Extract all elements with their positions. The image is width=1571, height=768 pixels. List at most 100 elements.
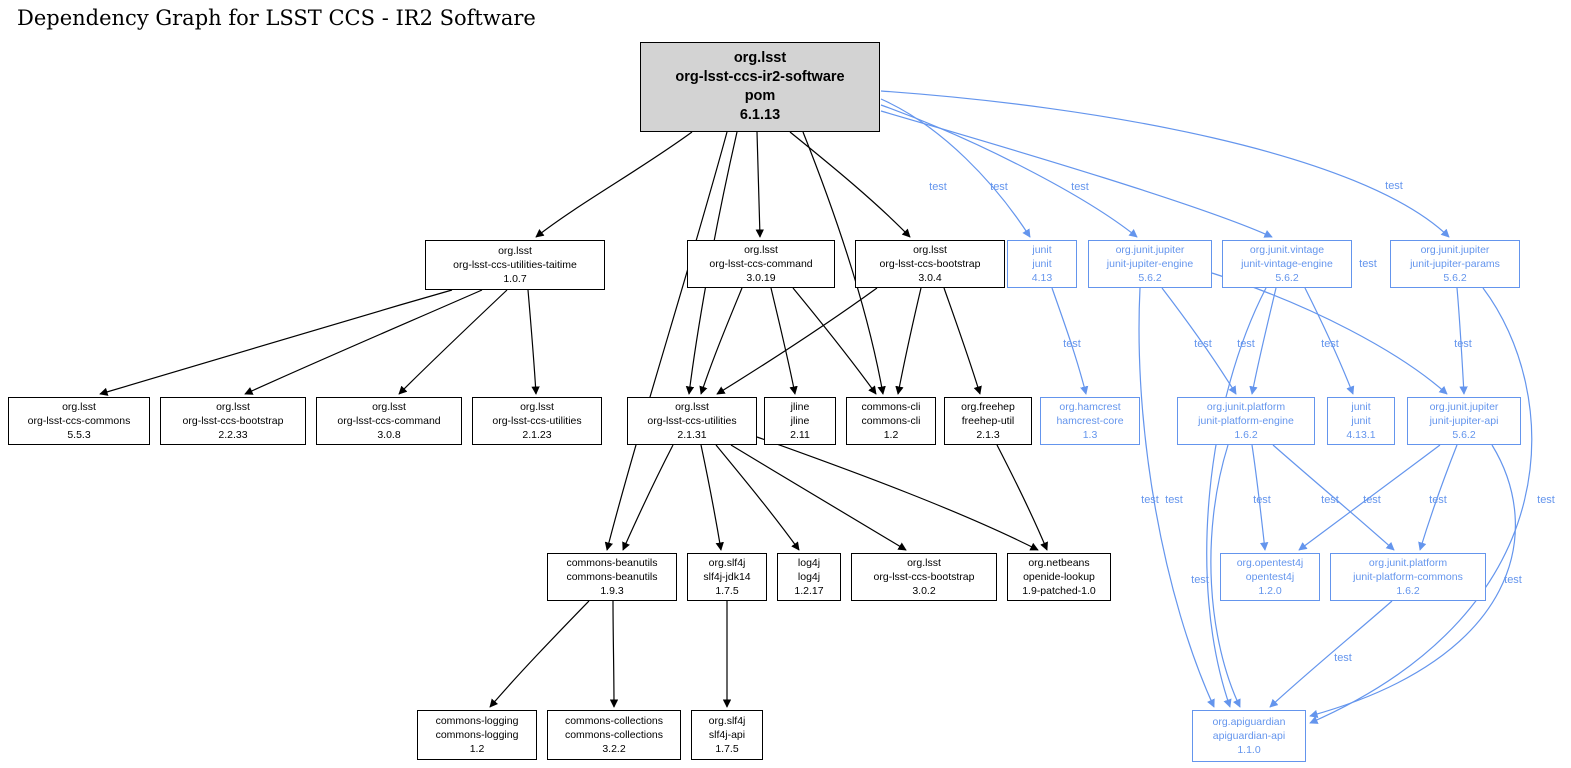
node-line: 1.1.0 (1237, 744, 1261, 756)
node-line: junit (1032, 244, 1052, 256)
edge-taitime--utilities-2123 (527, 289, 540, 395)
node-line: org.junit.jupiter (1429, 401, 1499, 413)
edge-bootstrap-304--commons-cli (895, 287, 922, 395)
node-line: org.lsst (372, 401, 406, 413)
node-line: 1.0.7 (503, 273, 527, 285)
node-line: junit (1351, 401, 1371, 413)
node-line: org.slf4j (708, 557, 746, 569)
edge-ir2-software--commons-cli (802, 131, 886, 395)
node-line: 6.1.13 (739, 107, 781, 123)
edge-freehep-util--openide-lookup (996, 444, 1048, 551)
node-line: org-lsst-ccs-commons (27, 415, 131, 427)
edge-beanutils--commons-collections (609, 600, 619, 708)
node-line: org.junit.jupiter (1420, 244, 1490, 256)
node-line: org.freehep (961, 401, 1015, 413)
node-line: 5.6.2 (1452, 429, 1476, 441)
node-line: org.junit.vintage (1249, 244, 1325, 256)
node-line: org.lsst (744, 244, 778, 256)
node-line: 1.6.2 (1234, 429, 1258, 441)
node-line: 1.3 (1082, 429, 1098, 441)
node-line: 5.5.3 (67, 429, 91, 441)
node-line: jline (790, 401, 810, 413)
node-line: org-lsst-ccs-ir2-software (675, 69, 845, 85)
node-line: hamcrest-core (1056, 415, 1124, 427)
node-line: org-lsst-ccs-bootstrap (879, 258, 981, 270)
edge-ir2-software--bootstrap-304 (789, 131, 911, 238)
node-line: openide-lookup (1023, 571, 1095, 583)
node-line: jline (790, 415, 810, 427)
edge-beanutils--commons-logging (489, 600, 590, 708)
edge-utilities-2131--bootstrap-302 (730, 444, 907, 551)
node-line: org.hamcrest (1059, 401, 1121, 413)
node-line: 3.0.4 (918, 272, 942, 284)
node-line: org.junit.platform (1368, 557, 1448, 569)
node-line: org.lsst (498, 245, 532, 257)
edge-utilities-2131--openide-lookup (756, 436, 1039, 551)
node-line: 1.7.5 (715, 743, 739, 755)
node-line: junit-jupiter-api (1429, 415, 1499, 427)
node-line: org.opentest4j (1236, 557, 1304, 569)
edge-ir2-software--vintage-engine (880, 110, 1273, 238)
node-jline: jline jline 2.11 (764, 397, 836, 445)
node-line: org.lsst (733, 50, 787, 66)
edge-command-3019--jline (770, 287, 798, 395)
edge-label-ir2-software--junit-413: test (929, 181, 947, 193)
node-line: commons-collections (564, 729, 664, 741)
edge-command-3019--utilities-2131 (699, 287, 743, 395)
edge-junit-413--hamcrest-core (1051, 287, 1089, 395)
edge-command-3019--commons-cli (792, 287, 877, 395)
node-line: 1.2 (469, 743, 485, 755)
edge-ir2-software--junit-413 (880, 98, 1031, 238)
edge-utilities-2131--beanutils (622, 444, 674, 551)
edge-jupiter-api--platform-commons (1418, 444, 1458, 551)
node-line: slf4j-jdk14 (703, 571, 751, 583)
node-line: slf4j-api (708, 729, 746, 741)
node-line: 2.1.23 (522, 429, 552, 441)
node-line: commons-logging (435, 715, 519, 727)
node-line: 5.6.2 (1138, 272, 1162, 284)
node-line: 1.7.5 (715, 585, 739, 597)
node-line: apiguardian-api (1212, 730, 1286, 742)
edge-label-junit-413--hamcrest-core: test (1063, 338, 1081, 350)
edge-ir2-software--taitime (535, 131, 693, 238)
edge-ir2-software--jupiter-params (880, 90, 1450, 238)
edge-jupiter-params--apiguardian (1309, 287, 1533, 724)
edge-label-jupiter-params--jupiter-api: test (1454, 338, 1472, 350)
edge-label-jupiter-engine--platform-engine: test (1194, 338, 1212, 350)
edge-label-platform-engine--opentest4j: test (1253, 494, 1271, 506)
node-line: 3.2.2 (602, 743, 626, 755)
edge-label-ir2-software--jupiter-engine: test (990, 181, 1008, 193)
node-line: freehep-util (961, 415, 1015, 427)
node-line: junit-platform-engine (1198, 415, 1294, 427)
edge-vintage-engine--apiguardian (1206, 287, 1267, 708)
node-line: junit-jupiter-engine (1106, 258, 1194, 270)
edge-label-ir2-software--jupiter-params: test (1385, 180, 1403, 192)
node-line: org.lsst (675, 401, 709, 413)
node-jupiter-api: org.junit.jupiter junit-jupiter-api 5.6.2 (1407, 397, 1521, 445)
node-line: 5.6.2 (1443, 272, 1467, 284)
node-line: 1.2.17 (794, 585, 824, 597)
node-line: org-lsst-ccs-bootstrap (873, 571, 975, 583)
node-line: org-lsst-ccs-utilities (492, 415, 582, 427)
node-line: org.lsst (520, 401, 554, 413)
node-line: junit (1351, 415, 1371, 427)
edge-label-platform-commons--apiguardian: test (1334, 652, 1352, 664)
node-line: junit-vintage-engine (1241, 258, 1333, 270)
edge-platform-engine--apiguardian (1210, 444, 1241, 708)
node-line: commons-collections (564, 715, 664, 727)
node-line: 2.11 (790, 429, 810, 441)
node-line: 3.0.19 (746, 272, 776, 284)
node-line: org-lsst-ccs-command (337, 415, 441, 427)
node-line: org.lsst (913, 244, 947, 256)
graph-title: Dependency Graph for LSST CCS - IR2 Soft… (17, 6, 536, 30)
